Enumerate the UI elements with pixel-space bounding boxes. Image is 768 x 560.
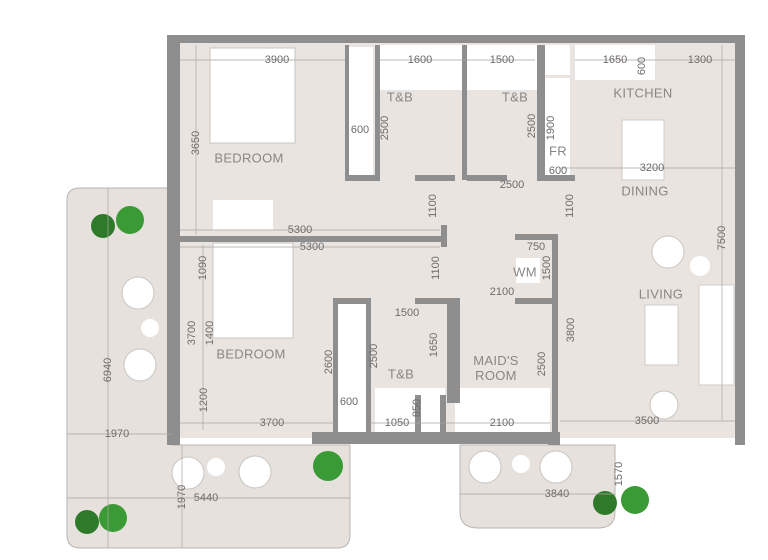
room-label-maids-room: MAID'S ROOM — [473, 353, 519, 383]
coffee-table — [644, 304, 679, 366]
room-label-kitchen: KITCHEN — [613, 85, 673, 101]
washing-machine — [516, 258, 540, 283]
dining-table — [621, 119, 665, 181]
dimension-label: 3200 — [639, 162, 665, 174]
dimension-label: 1500 — [394, 307, 420, 319]
dimension-label: 1050 — [384, 417, 410, 429]
desk — [213, 200, 273, 230]
bed-1 — [209, 47, 296, 144]
dimension-label: 2500 — [368, 343, 380, 369]
dimension-label: 1500 — [541, 255, 553, 281]
dimension-label: 2500 — [526, 113, 538, 139]
dimension-label: 600 — [548, 165, 568, 177]
room-label-tb-1: T&B — [386, 89, 414, 105]
dimension-label: 1970 — [176, 484, 188, 510]
dimension-label: 600 — [636, 56, 648, 76]
dimension-label: 750 — [526, 241, 546, 253]
dimension-label: 1090 — [197, 255, 209, 281]
dimension-label: 3800 — [565, 317, 577, 343]
dimension-label: 1900 — [545, 115, 557, 141]
room-label-tb-2: T&B — [501, 89, 529, 105]
dimension-label: 3840 — [544, 488, 570, 500]
dimension-label: 1500 — [489, 54, 515, 66]
room-label-fr: FR — [549, 143, 567, 159]
room-label-wm: WM — [513, 264, 537, 280]
dimension-label: 7500 — [716, 225, 728, 251]
walls — [167, 35, 745, 445]
dimension-label: 2600 — [323, 349, 335, 375]
room-label-living: LIVING — [638, 286, 684, 302]
dimension-label: 6940 — [102, 357, 114, 383]
dimension-label: 1100 — [427, 194, 439, 218]
dimension-label: 1100 — [564, 194, 576, 218]
dimension-label: 1650 — [428, 332, 440, 358]
room-label-bedroom-1: BEDROOM — [214, 150, 284, 166]
dimension-label: 3700 — [186, 320, 198, 346]
dimension-label: 2100 — [489, 286, 515, 298]
dimension-label: 1400 — [204, 320, 216, 346]
dimension-label: 2500 — [499, 179, 525, 191]
sofa — [698, 284, 735, 386]
dimension-label: 5300 — [287, 224, 313, 236]
room-label-bedroom-2: BEDROOM — [216, 346, 286, 362]
dimension-label: 1100 — [430, 256, 442, 280]
plant-icons — [75, 206, 649, 534]
dimension-label: 3650 — [190, 130, 202, 156]
room-label-tb-3: T&B — [387, 366, 415, 382]
dimension-label: 1300 — [687, 54, 713, 66]
dimension-label: 1600 — [407, 54, 433, 66]
dimension-label: 3700 — [259, 417, 285, 429]
dimension-label: 1650 — [602, 54, 628, 66]
dimension-label: 1970 — [104, 428, 130, 440]
dimension-label: 5300 — [299, 241, 325, 253]
dimension-label: 850 — [411, 398, 423, 418]
dimension-label: 1570 — [613, 461, 625, 487]
dimension-label: 5440 — [193, 492, 219, 504]
bed-2 — [212, 242, 294, 339]
dimension-label: 2100 — [489, 417, 515, 429]
dimension-label: 600 — [339, 396, 359, 408]
dimension-label: 2500 — [379, 115, 391, 141]
dimension-label: 2500 — [536, 351, 548, 377]
dimension-label: 600 — [350, 124, 370, 136]
dimension-label: 3500 — [634, 415, 660, 427]
dimension-label: 3900 — [264, 54, 290, 66]
room-label-dining: DINING — [621, 183, 669, 199]
dimension-label: 1200 — [198, 387, 210, 413]
